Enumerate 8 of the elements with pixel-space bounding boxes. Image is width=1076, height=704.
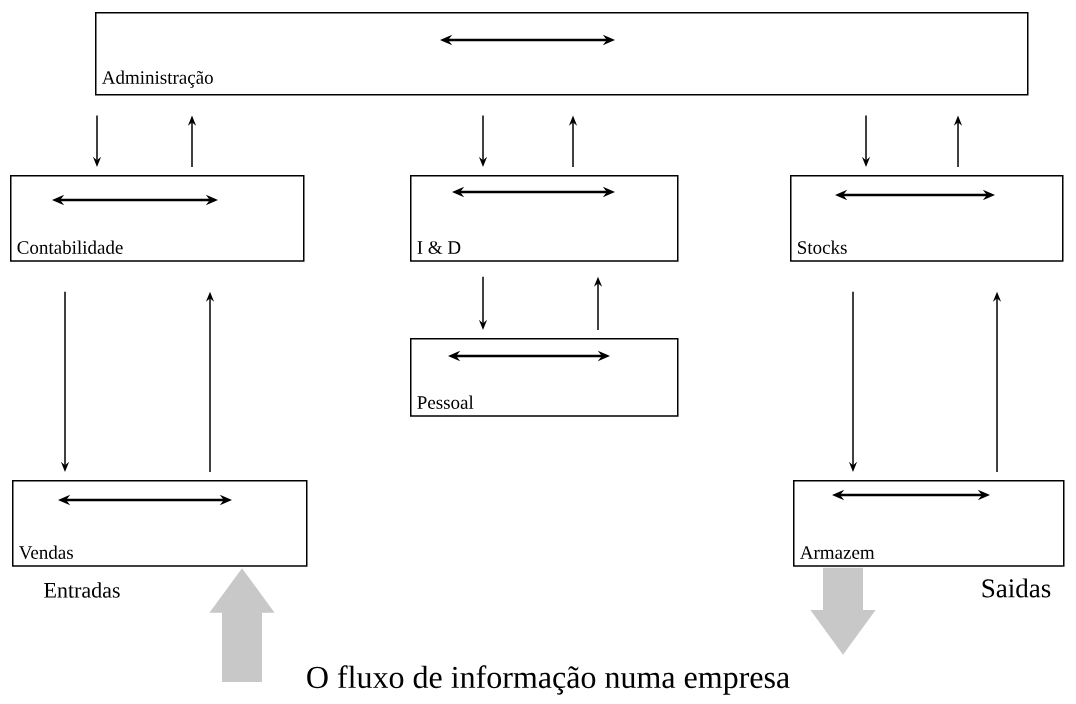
process-box: Administração: [95, 12, 1029, 96]
process-box: Vendas: [12, 480, 308, 567]
process-box: Armazem: [793, 480, 1065, 567]
process-box: Pessoal: [410, 338, 679, 417]
process-box: Stocks: [790, 175, 1064, 262]
caption: O fluxo de informação numa empresa: [307, 665, 790, 695]
process-box: I & D: [410, 175, 679, 262]
process-box: Contabilidade: [10, 175, 305, 262]
